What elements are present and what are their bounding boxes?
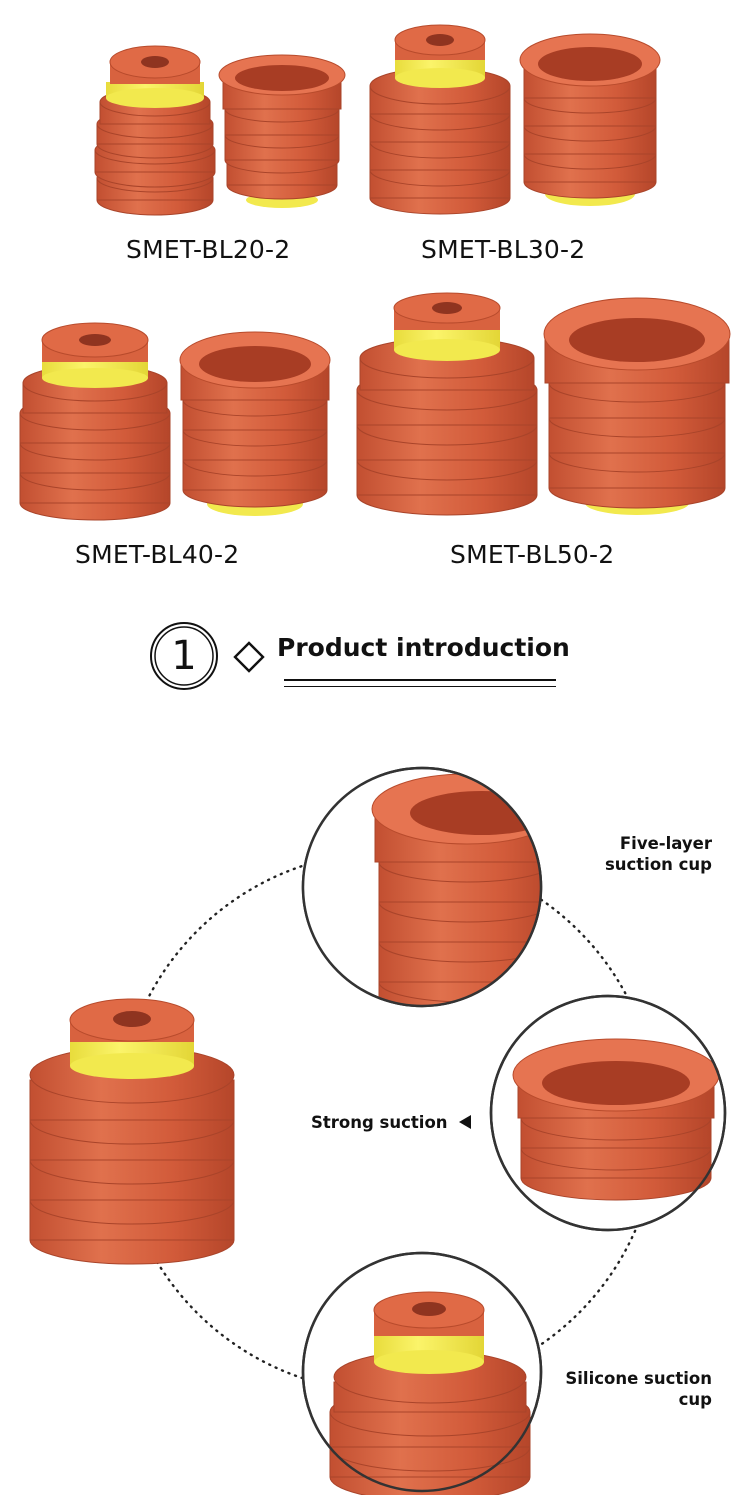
- section-title: Product introduction: [277, 633, 570, 662]
- bl50-mount-cup-image: [356, 292, 538, 516]
- feature-strong-suction-text: Strong suction: [311, 1113, 448, 1132]
- feature-five-layer-line1: Five-layer: [619, 834, 712, 853]
- bl50-lip-cup-image: [543, 297, 731, 515]
- bl20-lip-cup-image: [218, 54, 346, 208]
- feature-silicone-line2: cup: [678, 1390, 712, 1409]
- left-arrow-icon: [459, 1115, 471, 1129]
- feature-strong-suction-label: Strong suction: [311, 1112, 448, 1133]
- bl30-lip-cup-image: [519, 33, 661, 206]
- bl20-mount-cup-image: [94, 45, 216, 216]
- model-label-bl40: SMET-BL40-2: [75, 540, 240, 569]
- five-layer-detail-circle: [301, 766, 543, 1008]
- model-label-bl30: SMET-BL30-2: [421, 235, 586, 264]
- model-label-bl50: SMET-BL50-2: [450, 540, 615, 569]
- section-number: 1: [171, 633, 197, 679]
- main-suction-cup-image: [29, 998, 235, 1265]
- bl40-lip-cup-image: [179, 331, 331, 516]
- bl30-mount-cup-image: [369, 24, 511, 215]
- bl40-mount-cup-image: [19, 322, 171, 521]
- feature-five-layer-label: Five-layer suction cup: [605, 833, 712, 875]
- feature-silicone-line1: Silicone suction: [565, 1369, 712, 1388]
- section-number-badge: [150, 622, 218, 690]
- feature-silicone-label: Silicone suction cup: [565, 1368, 712, 1410]
- section-title-underline: [284, 679, 556, 687]
- silicone-detail-circle: [301, 1251, 543, 1495]
- strong-suction-detail-circle: [489, 994, 727, 1232]
- diamond-icon: [233, 641, 265, 673]
- feature-five-layer-line2: suction cup: [604, 855, 712, 874]
- model-label-bl20: SMET-BL20-2: [126, 235, 291, 264]
